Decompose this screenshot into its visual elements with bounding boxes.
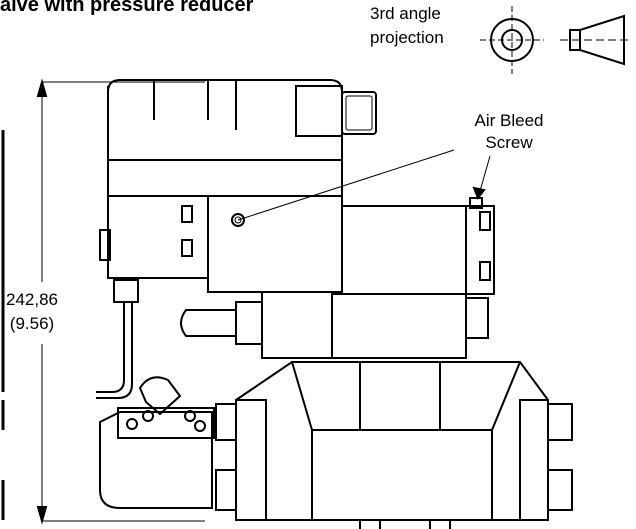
conduit-tube-outer: [96, 302, 125, 393]
conduit: [96, 279, 139, 399]
main-valve-body: [215, 361, 573, 529]
dimension-arrow-top: [36, 78, 48, 97]
valve-right-flange: [519, 399, 549, 521]
left-port-upper: [215, 403, 237, 441]
right-port-upper: [547, 403, 573, 441]
air-bleed-leader: [237, 149, 455, 221]
plate-screw-2: [142, 410, 154, 422]
valve-center-block: [311, 429, 493, 521]
height-dimension: [36, 78, 205, 525]
plate-screw-4: [194, 420, 206, 432]
reducer-valve-block: [331, 293, 467, 359]
projection-label-line1: 3rd angle: [370, 4, 441, 23]
connector-housing: [341, 91, 377, 135]
pilot-housing-boss: [295, 85, 343, 137]
solenoid-body: [341, 197, 495, 295]
pilot-housing-body: [107, 79, 343, 197]
air-bleed-label-line2: Screw: [485, 133, 533, 152]
connector-inner: [345, 95, 373, 131]
reducer-body: [261, 291, 333, 359]
solenoid-block: [341, 205, 467, 295]
projection-label-line2: projection: [370, 28, 444, 47]
reducer-plug: [465, 297, 489, 339]
pilot-side-tab: [99, 229, 111, 261]
conduit-tube-inner: [96, 302, 133, 399]
plate-screw-3: [184, 410, 196, 422]
drawing-title: alve with pressure reducer: [0, 0, 254, 16]
air-bleed-label-line1: Air Bleed: [474, 111, 544, 130]
plate-screw-1: [126, 418, 138, 430]
manual-module-body: [99, 411, 213, 509]
air-bleed-leader-arrow: [472, 186, 486, 201]
reducer-collar: [235, 301, 263, 345]
left-port-lower: [215, 469, 237, 511]
air-bleed-cap: [469, 197, 483, 209]
pilot-lower-block: [99, 195, 343, 293]
conduit-fitting: [113, 279, 139, 303]
height-dimension-metric: 242,86: [6, 290, 58, 309]
projection-label: 3rd angle projection: [370, 2, 444, 50]
air-bleed-label: Air Bleed Screw: [454, 110, 564, 154]
projection-symbol: [480, 6, 632, 74]
pilot-clip-2: [181, 239, 193, 257]
end-cap-notch-1: [479, 211, 491, 231]
pilot-lower-right: [207, 195, 343, 293]
reducer-nose: [180, 309, 236, 337]
valve-rib-left: [291, 361, 313, 431]
valve-rib-right: [491, 361, 521, 431]
height-dimension-label: 242,86 (9.56): [3, 288, 61, 336]
air-bleed-screw-inner: [234, 216, 242, 224]
air-bleed-screw: [231, 213, 245, 227]
height-dimension-imperial: (9.56): [9, 314, 55, 333]
valve-body-outline: [235, 361, 549, 521]
solenoid-end-cap: [465, 205, 495, 295]
pilot-clip-1: [181, 205, 193, 223]
manual-module: [99, 407, 215, 509]
pilot-housing: [107, 79, 377, 197]
pressure-reducer: [180, 291, 489, 359]
right-port-lower: [547, 469, 573, 511]
end-cap-notch-2: [479, 261, 491, 281]
valve-left-flange: [235, 399, 267, 521]
manual-module-plate: [117, 407, 215, 439]
dimension-arrow-bottom: [36, 506, 48, 525]
